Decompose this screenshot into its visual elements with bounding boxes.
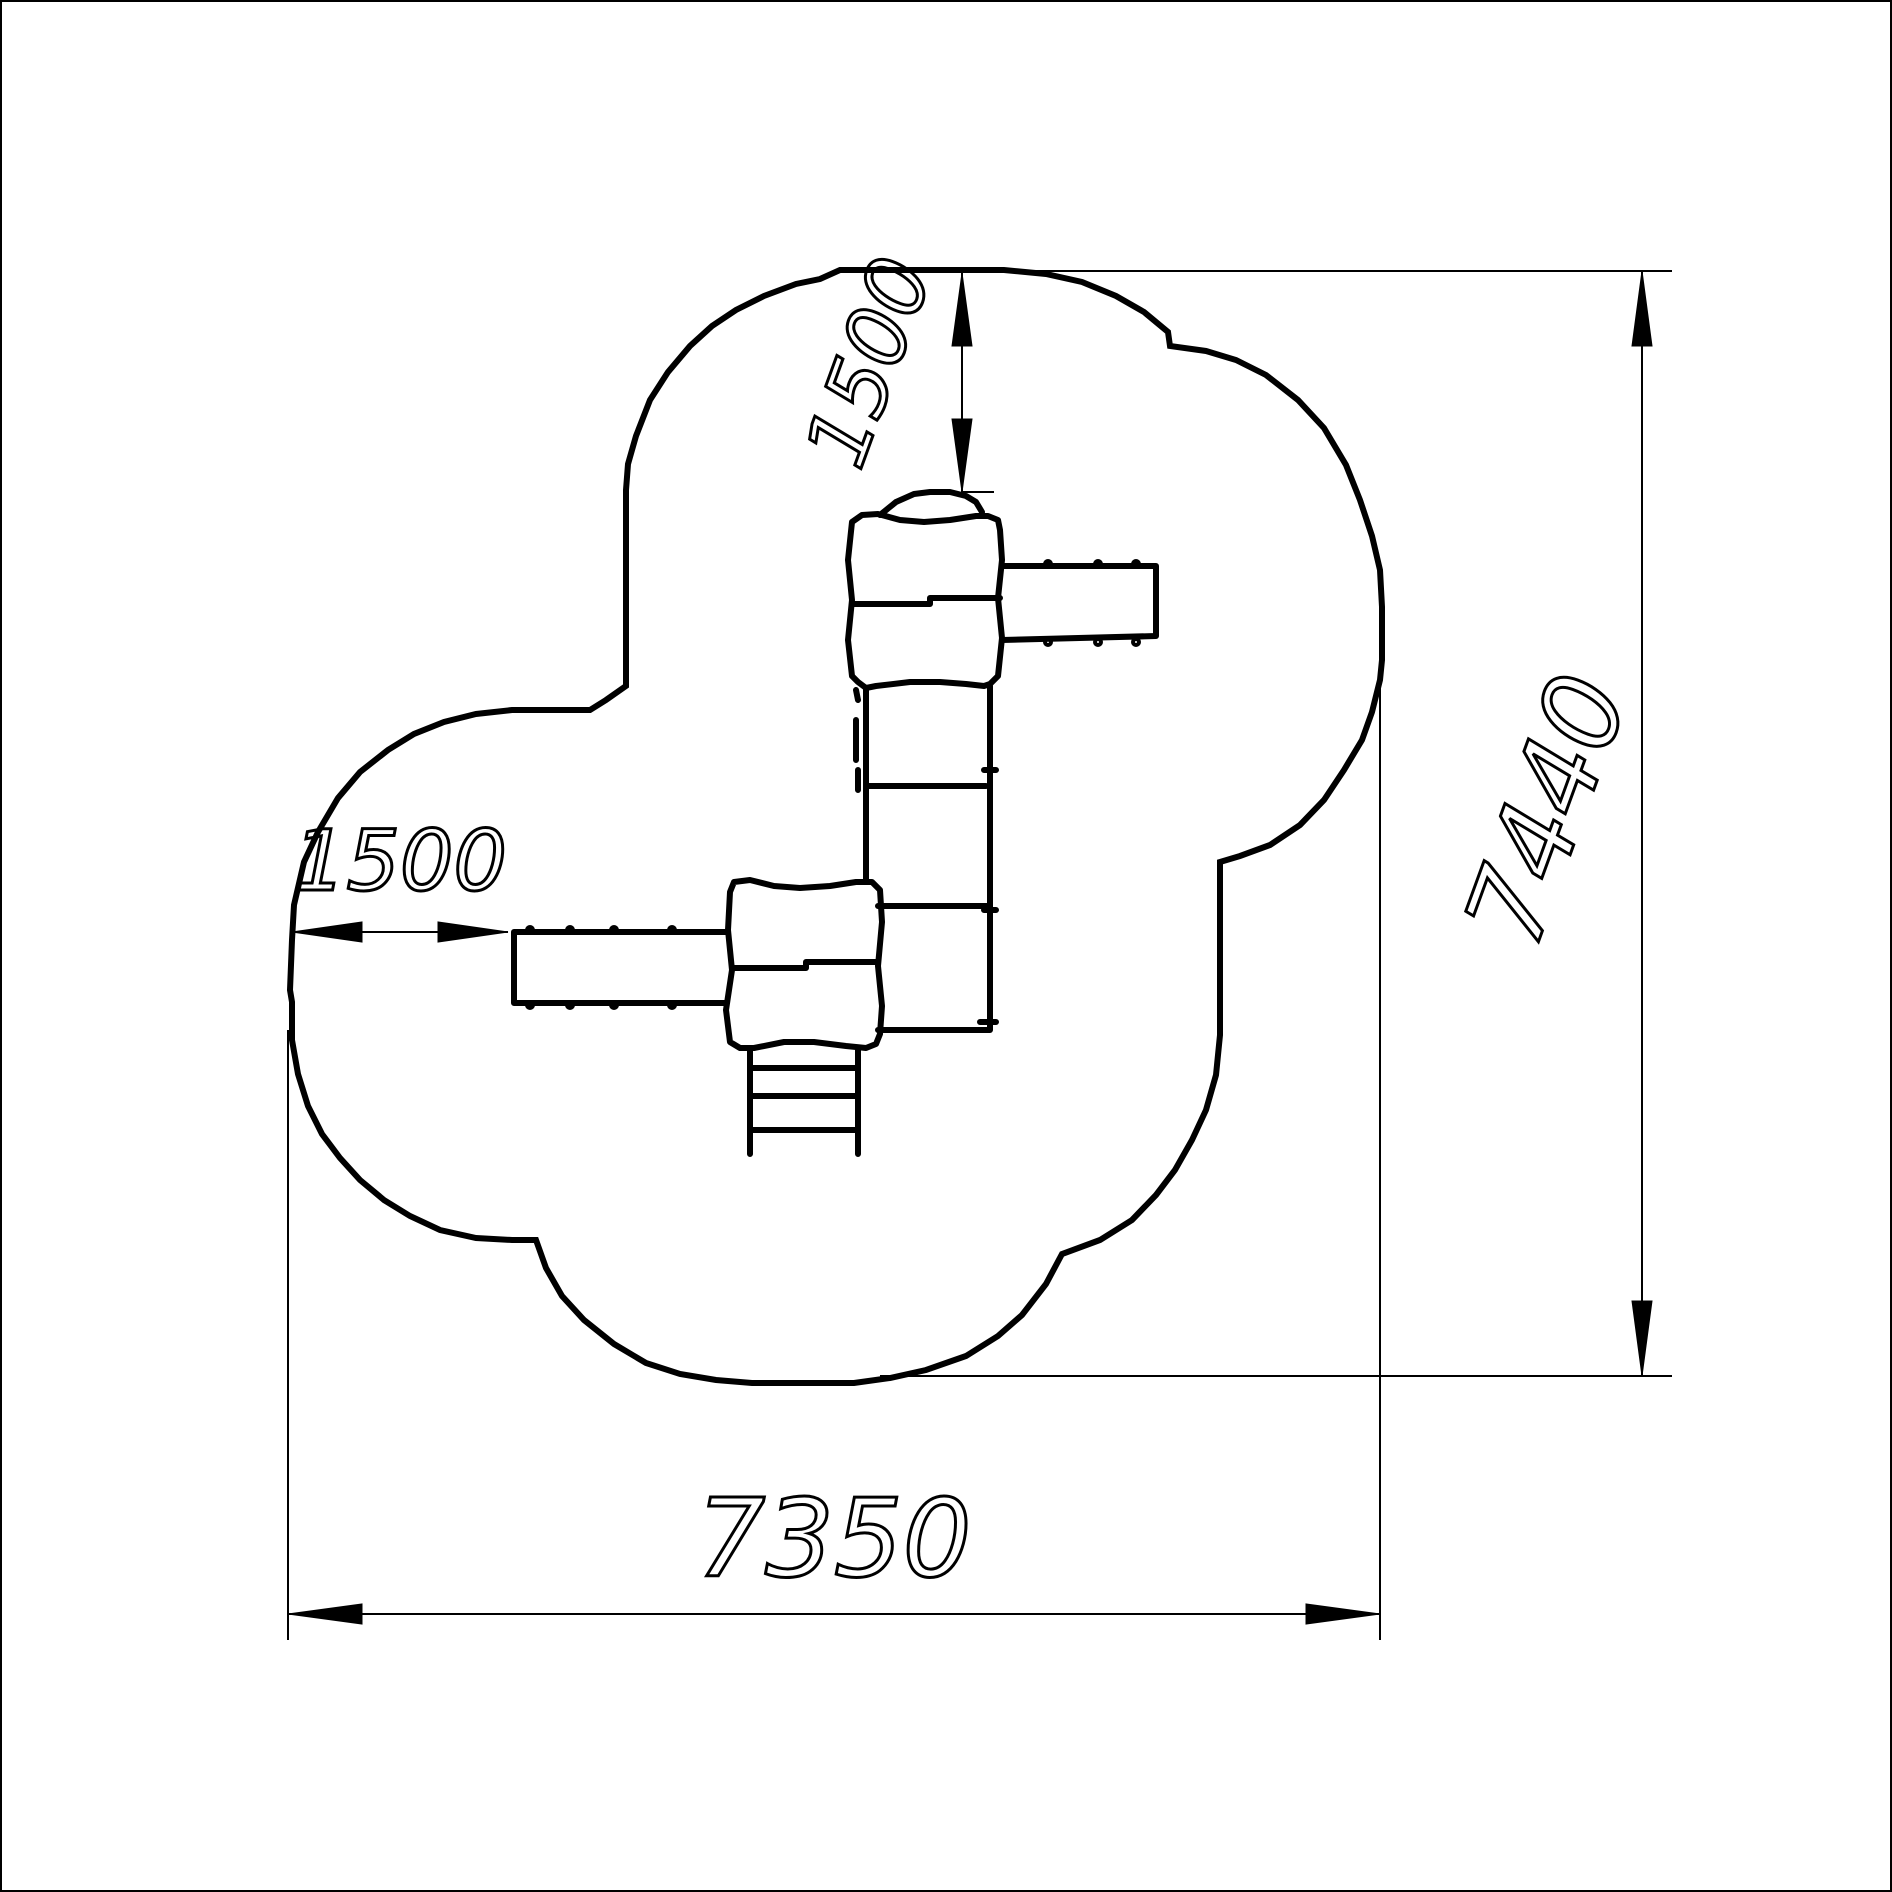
upper-tower-divider [849, 595, 1003, 607]
climbing-ladder [747, 1047, 861, 1157]
width-dimension-label: 7350 [697, 1477, 972, 1602]
connecting-bridge [863, 683, 993, 1033]
upper-slide-bolts [1043, 559, 1141, 647]
top-offset-dimension [951, 272, 994, 493]
lower-side-slide [511, 929, 729, 1006]
bridge-side-posts [853, 687, 999, 1025]
lower-slide-bolts [525, 925, 677, 1010]
safety-zone-contour [286, 267, 1385, 1386]
upper-side-slide [999, 563, 1159, 643]
width-dimension [287, 670, 1381, 1640]
lower-tower-divider [729, 959, 879, 971]
left-offset-dimension [291, 921, 509, 943]
upper-tower-roof [877, 489, 985, 518]
height-dimension-label: 7440 [1442, 659, 1653, 960]
height-dimension [880, 270, 1672, 1377]
left-offset-label: 1500 [293, 812, 507, 910]
lower-tower-platform [723, 877, 885, 1051]
